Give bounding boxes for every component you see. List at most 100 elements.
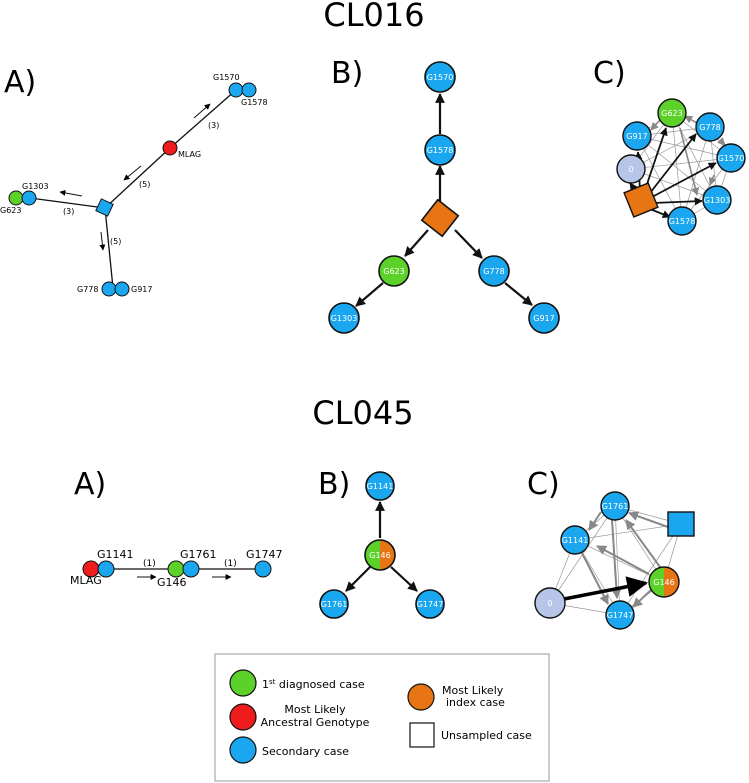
node-label: G146 (653, 578, 674, 587)
node-0 (616, 154, 646, 184)
cl045-panel-a: A) (1) (1) G1141 MLAG G1761 G146 G1747 (70, 467, 283, 589)
node-g146 (167, 560, 185, 578)
node-label: G917 (131, 285, 152, 294)
node-g1578 (667, 206, 697, 236)
node-label: G1761 (321, 600, 348, 609)
node-0 (534, 587, 566, 619)
node-g146-first-half (365, 540, 380, 570)
cl016-title: CL016 (323, 0, 424, 34)
arrow-icon (123, 165, 142, 181)
node-label: G1747 (246, 548, 283, 561)
node-label: G1578 (427, 146, 454, 155)
node-label: G1578 (241, 98, 268, 107)
node-g1747 (605, 600, 635, 630)
cl045-panel-c-label: C) (527, 467, 560, 502)
cl016-panel-b-label: B) (331, 56, 363, 91)
node-label: G1303 (704, 196, 731, 205)
edge-mlag-root (104, 147, 171, 209)
node-label: MLAG (70, 574, 102, 587)
cl045-panel-a-label: A) (74, 467, 106, 502)
cl045-panel-b-label: B) (318, 467, 350, 502)
node-label: G778 (77, 285, 98, 294)
edge-root-g778 (104, 207, 114, 289)
node-g623 (378, 255, 410, 287)
mlag-label-line1: Most Likely (284, 703, 346, 716)
node-label: G1303 (22, 182, 49, 191)
node-label: G623 (0, 206, 21, 215)
edge-index-g623 (404, 229, 429, 257)
index-label-line2: index case (446, 696, 505, 709)
legend: 1st diagnosed case Most Likely Ancestral… (214, 653, 550, 782)
node-label: MLAG (178, 150, 201, 159)
node-label: G1141 (562, 536, 589, 545)
node-label: G623 (661, 109, 682, 118)
cl016-a-edges (29, 89, 237, 289)
arrow-icon (193, 103, 211, 119)
edge-weight: (1) (143, 559, 156, 569)
node-g1570 (716, 143, 746, 173)
unsampled-swatch (409, 722, 435, 748)
cl045-title: CL045 (312, 394, 413, 432)
arrow-icon (59, 190, 83, 197)
node-label: G623 (383, 267, 404, 276)
node-g1570 (228, 82, 244, 98)
node-label: G146 (157, 576, 187, 589)
cl016-panel-b: B) G1570 G1578 G623 G778 G1303 G917 (328, 56, 560, 334)
node-label: G1141 (367, 482, 394, 491)
node-g146 (364, 539, 396, 571)
secondary-swatch (229, 736, 257, 764)
node-g1747 (254, 560, 272, 578)
node-g1141 (97, 560, 115, 578)
node-g1303 (21, 190, 37, 206)
node-label: G1761 (180, 548, 217, 561)
node-label: G1747 (417, 600, 444, 609)
node-label: G778 (483, 267, 504, 276)
node-g1141 (560, 525, 590, 555)
cl016-panel-c-label: C) (593, 56, 626, 91)
cl045-panel-c: C) G1761 G1141 G146 0 (527, 467, 695, 630)
node-unsampled-root (95, 198, 114, 217)
cl016-c-grey-arrows (650, 115, 726, 196)
cl016-panel-a-label: A) (4, 65, 36, 100)
node-g1747 (415, 589, 445, 619)
unsampled-label: Unsampled case (441, 729, 532, 742)
node-label: G1141 (97, 548, 134, 561)
node-g1578 (241, 82, 257, 98)
node-g778 (101, 281, 117, 297)
node-g778 (695, 112, 725, 142)
edge-weight: (1) (224, 559, 237, 569)
node-g1570 (424, 61, 456, 93)
arrow-icon (99, 231, 106, 251)
node-label: 0 (628, 165, 633, 174)
node-label: G1570 (213, 73, 240, 82)
mlag-swatch (229, 703, 257, 731)
node-g1303 (328, 302, 360, 334)
cl045-c-grey-arrows (581, 511, 669, 608)
index-swatch (407, 683, 435, 711)
first-diagnosed-swatch (229, 669, 257, 697)
node-g623 (8, 190, 24, 206)
node-g1578 (424, 134, 456, 166)
node-g146 (648, 566, 680, 598)
edge-g1578-mlag (169, 89, 237, 149)
node-g917 (528, 302, 560, 334)
edge-weight: (5) (110, 237, 121, 246)
edge-0-g146 (563, 576, 649, 601)
legend-box (214, 653, 550, 782)
edge-root-g1303 (29, 197, 106, 209)
node-label: G1761 (602, 502, 629, 511)
node-label: G917 (533, 314, 554, 323)
node-label: G917 (626, 132, 647, 141)
node-g917 (622, 121, 652, 151)
node-label: G1578 (669, 217, 696, 226)
edge-g146-g1761 (345, 566, 371, 592)
node-label: G1303 (331, 314, 358, 323)
cl045-panel-b: B) G1141 G146 G1761 G1747 (318, 467, 445, 619)
edge-g623-g1303 (355, 282, 384, 307)
edge-weight: (3) (63, 207, 74, 216)
node-g917 (114, 281, 130, 297)
node-label: G1570 (427, 73, 454, 82)
node-label: G778 (699, 123, 720, 132)
cl016-a-direction-arrows (59, 103, 211, 251)
node-mlag (162, 140, 178, 156)
